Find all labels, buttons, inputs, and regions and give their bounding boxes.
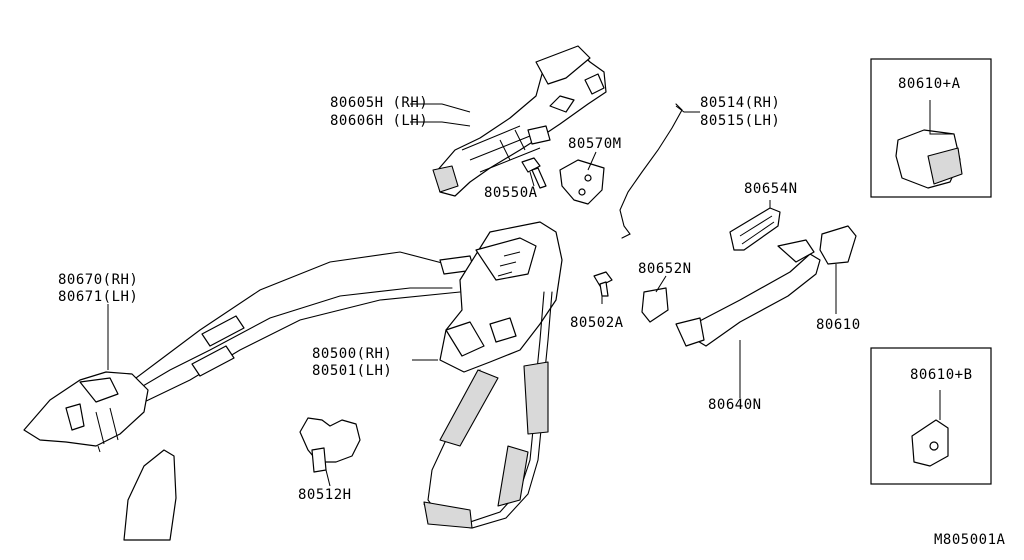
escutcheon-80654n	[729, 207, 781, 251]
outside-handle-80640n	[675, 239, 821, 347]
leader-lines	[107, 100, 954, 487]
label-80606h: 80606H (LH)	[330, 113, 429, 129]
label-80570m: 80570M	[568, 136, 622, 152]
key-cylinder-b	[911, 419, 949, 467]
bracket-80652n	[641, 287, 669, 323]
control-cables	[119, 251, 475, 405]
label-80670: 80670(RH)	[58, 272, 139, 288]
label-80654n: 80654N	[744, 181, 798, 197]
label-80512h: 80512H	[298, 487, 352, 503]
clip-80512h	[299, 417, 361, 473]
cable-loop	[423, 291, 553, 529]
label-80502a: 80502A	[570, 315, 624, 331]
diagram-code: M805001A	[934, 532, 1006, 548]
bolt-80550a	[521, 157, 547, 189]
key-cylinder-a	[895, 129, 963, 189]
door-rod	[619, 103, 683, 239]
label-80640n: 80640N	[708, 397, 762, 413]
label-80652n: 80652N	[638, 261, 692, 277]
outside-handle-bracket	[432, 45, 607, 197]
label-80610-a: 80610+A	[898, 76, 961, 92]
label-80671: 80671(LH)	[58, 289, 139, 305]
handle-cap-80610	[819, 225, 857, 265]
label-80515: 80515(LH)	[700, 113, 781, 129]
door-lock-actuator	[439, 221, 563, 373]
label-80610: 80610	[816, 317, 861, 333]
label-80514: 80514(RH)	[700, 95, 781, 111]
label-80501: 80501(LH)	[312, 363, 393, 379]
bolt-80502a	[593, 271, 613, 297]
label-80500: 80500(RH)	[312, 346, 393, 362]
label-80550a: 80550A	[484, 185, 538, 201]
trim-cover	[123, 449, 177, 541]
label-80605h: 80605H (RH)	[330, 95, 429, 111]
label-80610-b: 80610+B	[910, 367, 973, 383]
bracket-80570m	[559, 159, 605, 205]
inside-handle-80670	[23, 371, 149, 453]
